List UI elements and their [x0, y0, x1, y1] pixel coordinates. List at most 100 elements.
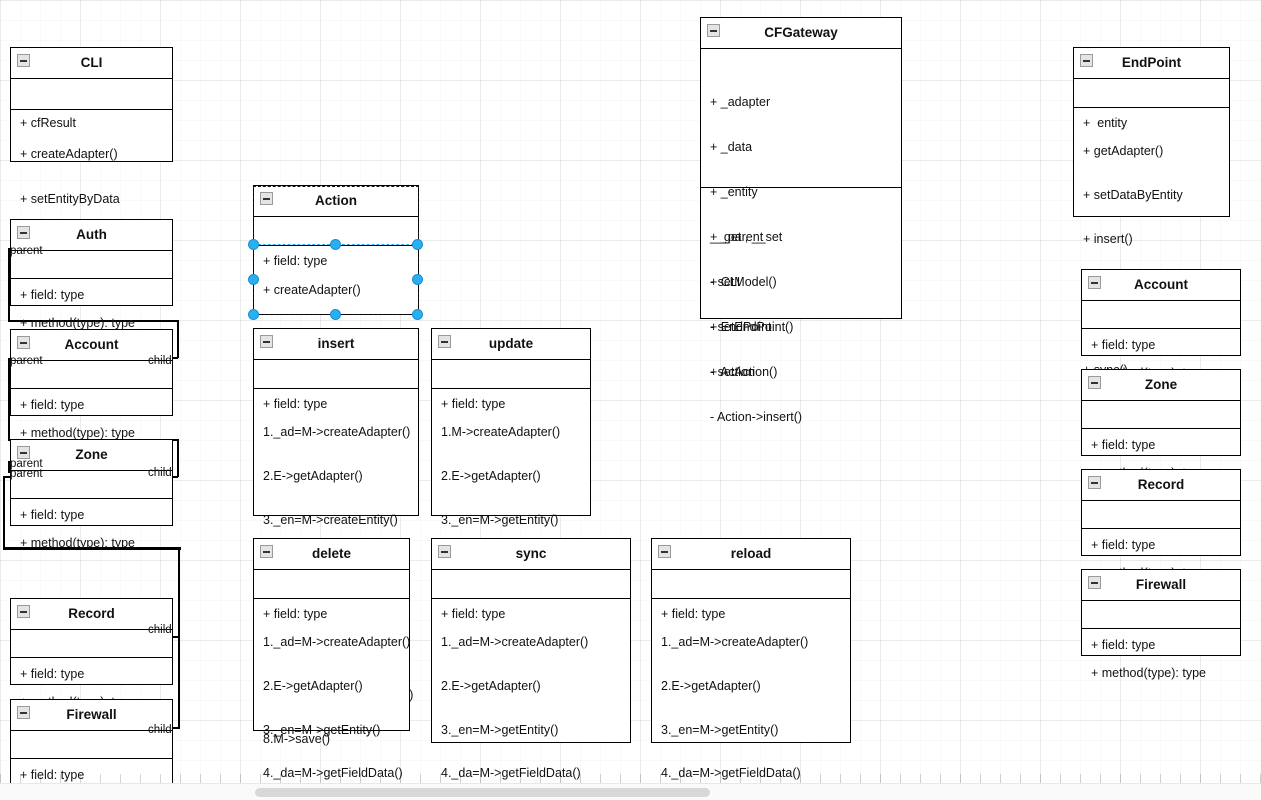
minus-icon[interactable]	[260, 192, 273, 205]
class-node-firewall-right[interactable]: Firewall + field: type + method(type): t…	[1081, 569, 1241, 680]
resize-handle-bottom-right[interactable]	[412, 309, 423, 320]
resize-handle-top-center[interactable]	[330, 239, 341, 250]
method-item: 1._ad=M->createAdapter()	[661, 635, 809, 650]
class-node-account-left[interactable]: Account + field: type + method(type): ty…	[10, 329, 173, 440]
minus-icon[interactable]	[1088, 476, 1101, 489]
minus-icon[interactable]	[260, 545, 273, 558]
class-node-insert[interactable]: insert + field: type 1._ad=M->createAdap…	[253, 328, 419, 746]
class-attributes-section: + field: type	[11, 249, 172, 302]
connector-zone-to-record-child	[178, 547, 180, 637]
class-methods-section: 1._ad=M->createAdapter() 2.E->getAdapter…	[432, 597, 630, 800]
class-node-zone-right[interactable]: Zone + field: type + method(type): type	[1081, 369, 1241, 480]
class-name: Record	[68, 606, 115, 621]
minus-icon[interactable]	[438, 335, 451, 348]
class-name: Firewall	[1135, 577, 1187, 592]
class-node-action[interactable]: Action + field: type + createAdapter() +…	[253, 185, 419, 387]
class-methods-section: __get , __set - setModel() - setEndPoint…	[701, 186, 901, 462]
class-title-section: reload	[652, 539, 850, 569]
attribute-item: + field: type	[20, 287, 85, 302]
class-methods-section: + method(type): type	[1082, 627, 1240, 718]
class-attributes-section: + field: type	[254, 568, 409, 621]
class-attributes-section: + field: type	[432, 358, 590, 411]
class-node-record-left[interactable]: Record + field: type + method(type): typ…	[10, 598, 173, 709]
class-attributes-section: + field: type	[254, 358, 418, 411]
method-item: + method(type): type	[1091, 665, 1206, 680]
class-name: delete	[311, 546, 352, 561]
method-item: 1._ad=M->createAdapter()	[441, 635, 589, 650]
minus-icon[interactable]	[707, 24, 720, 37]
class-node-delete[interactable]: delete + field: type 1._ad=M->createAdap…	[253, 538, 411, 780]
attribute-item: + field: type	[263, 253, 328, 268]
method-item: + createAdapter()	[263, 282, 361, 297]
class-node-zone-left[interactable]: Zone + field: type + method(type): type	[10, 439, 173, 550]
class-title-section: Firewall	[1082, 570, 1240, 600]
class-node-update[interactable]: update + field: type 1.M->createAdapter(…	[431, 328, 591, 746]
class-node-record-right[interactable]: Record + field: type + method(type): typ…	[1081, 469, 1241, 580]
resize-handle-top-right[interactable]	[412, 239, 423, 250]
resize-handle-bottom-left[interactable]	[248, 309, 259, 320]
attribute-item: + _data	[710, 139, 753, 154]
minus-icon[interactable]	[1088, 276, 1101, 289]
edge-label-record-child: child	[148, 624, 172, 636]
connector-zone-parent-vertical-a	[8, 461, 10, 473]
class-attributes-section: + field: type	[11, 359, 172, 412]
method-item: 3._en=M->getEntity()	[441, 722, 559, 737]
minus-icon[interactable]	[17, 706, 30, 719]
resize-handle-middle-right[interactable]	[412, 274, 423, 285]
attribute-item: + field: type	[20, 768, 172, 783]
minus-icon[interactable]	[17, 226, 30, 239]
method-item: 3._en=M->getEntity()	[263, 722, 381, 737]
resize-handle-middle-left[interactable]	[248, 274, 259, 285]
method-item: + insert()	[1083, 231, 1133, 246]
class-name: sync	[515, 546, 547, 561]
attribute-item: + field: type	[20, 666, 85, 681]
attribute-item: + field: type	[20, 507, 85, 522]
connector-account-to-zone-child	[177, 439, 179, 477]
minus-icon[interactable]	[1088, 376, 1101, 389]
class-attributes-section: + field: type	[1082, 299, 1240, 352]
minus-icon[interactable]	[438, 545, 451, 558]
horizontal-scrollbar-thumb[interactable]	[255, 788, 710, 797]
method-item: + method(type): type	[20, 425, 135, 440]
minus-icon[interactable]	[1080, 54, 1093, 67]
class-title-section: CLI	[11, 48, 172, 78]
class-title-section: CFGateway	[701, 18, 901, 48]
method-item: + method(type): type	[20, 315, 135, 330]
class-node-reload[interactable]: reload + field: type 1._ad=M->createAdap…	[651, 538, 851, 780]
class-node-cli[interactable]: CLI + cfResult + createAdapter() + setEn…	[10, 47, 173, 251]
minus-icon[interactable]	[17, 336, 30, 349]
class-node-cfgateway[interactable]: CFGateway + _adapter + _data + _entity +…	[700, 17, 902, 424]
attribute-item: + field: type	[20, 397, 85, 412]
connector-zone-bottom-thick	[3, 547, 181, 550]
class-node-account-right[interactable]: Account + field: type + method(type): ty…	[1081, 269, 1241, 380]
class-name: Account	[64, 337, 119, 352]
minus-icon[interactable]	[260, 335, 273, 348]
method-item: 2.E->getAdapter()	[661, 678, 761, 693]
minus-icon[interactable]	[17, 54, 30, 67]
class-node-endpoint[interactable]: EndPoint + entity + getAdapter() + setDa…	[1073, 47, 1230, 421]
class-attributes-section: + field: type	[652, 568, 850, 621]
class-title-section: Zone	[1082, 370, 1240, 400]
class-title-section: EndPoint	[1074, 48, 1229, 78]
horizontal-scrollbar-track[interactable]	[0, 783, 1261, 800]
method-item: + createAdapter()	[20, 146, 118, 161]
connector-auth-parent-bottom	[8, 320, 178, 322]
class-name: Zone	[75, 447, 108, 462]
resize-handle-top-left[interactable]	[248, 239, 259, 250]
minus-icon[interactable]	[17, 446, 30, 459]
minus-icon[interactable]	[17, 605, 30, 618]
attribute-item: + _parent	[710, 229, 764, 244]
class-node-sync[interactable]: sync + field: type 1._ad=M->createAdapte…	[431, 538, 631, 780]
minus-icon[interactable]	[1088, 576, 1101, 589]
edge-label-firewall-child: child	[148, 724, 172, 736]
class-node-firewall-left[interactable]: Firewall + field: type + method(type): t…	[10, 699, 173, 800]
connector-auth-to-account-child	[177, 320, 179, 358]
class-node-auth[interactable]: Auth + field: type + method(type): type	[10, 219, 173, 330]
method-item: 1._ad=M->createAdapter()	[263, 635, 411, 650]
resize-handle-bottom-center[interactable]	[330, 309, 341, 320]
class-attributes-section: + entity	[1074, 77, 1229, 130]
class-title-section: Firewall	[11, 700, 172, 730]
attribute-item: + CLI	[710, 274, 741, 289]
minus-icon[interactable]	[658, 545, 671, 558]
